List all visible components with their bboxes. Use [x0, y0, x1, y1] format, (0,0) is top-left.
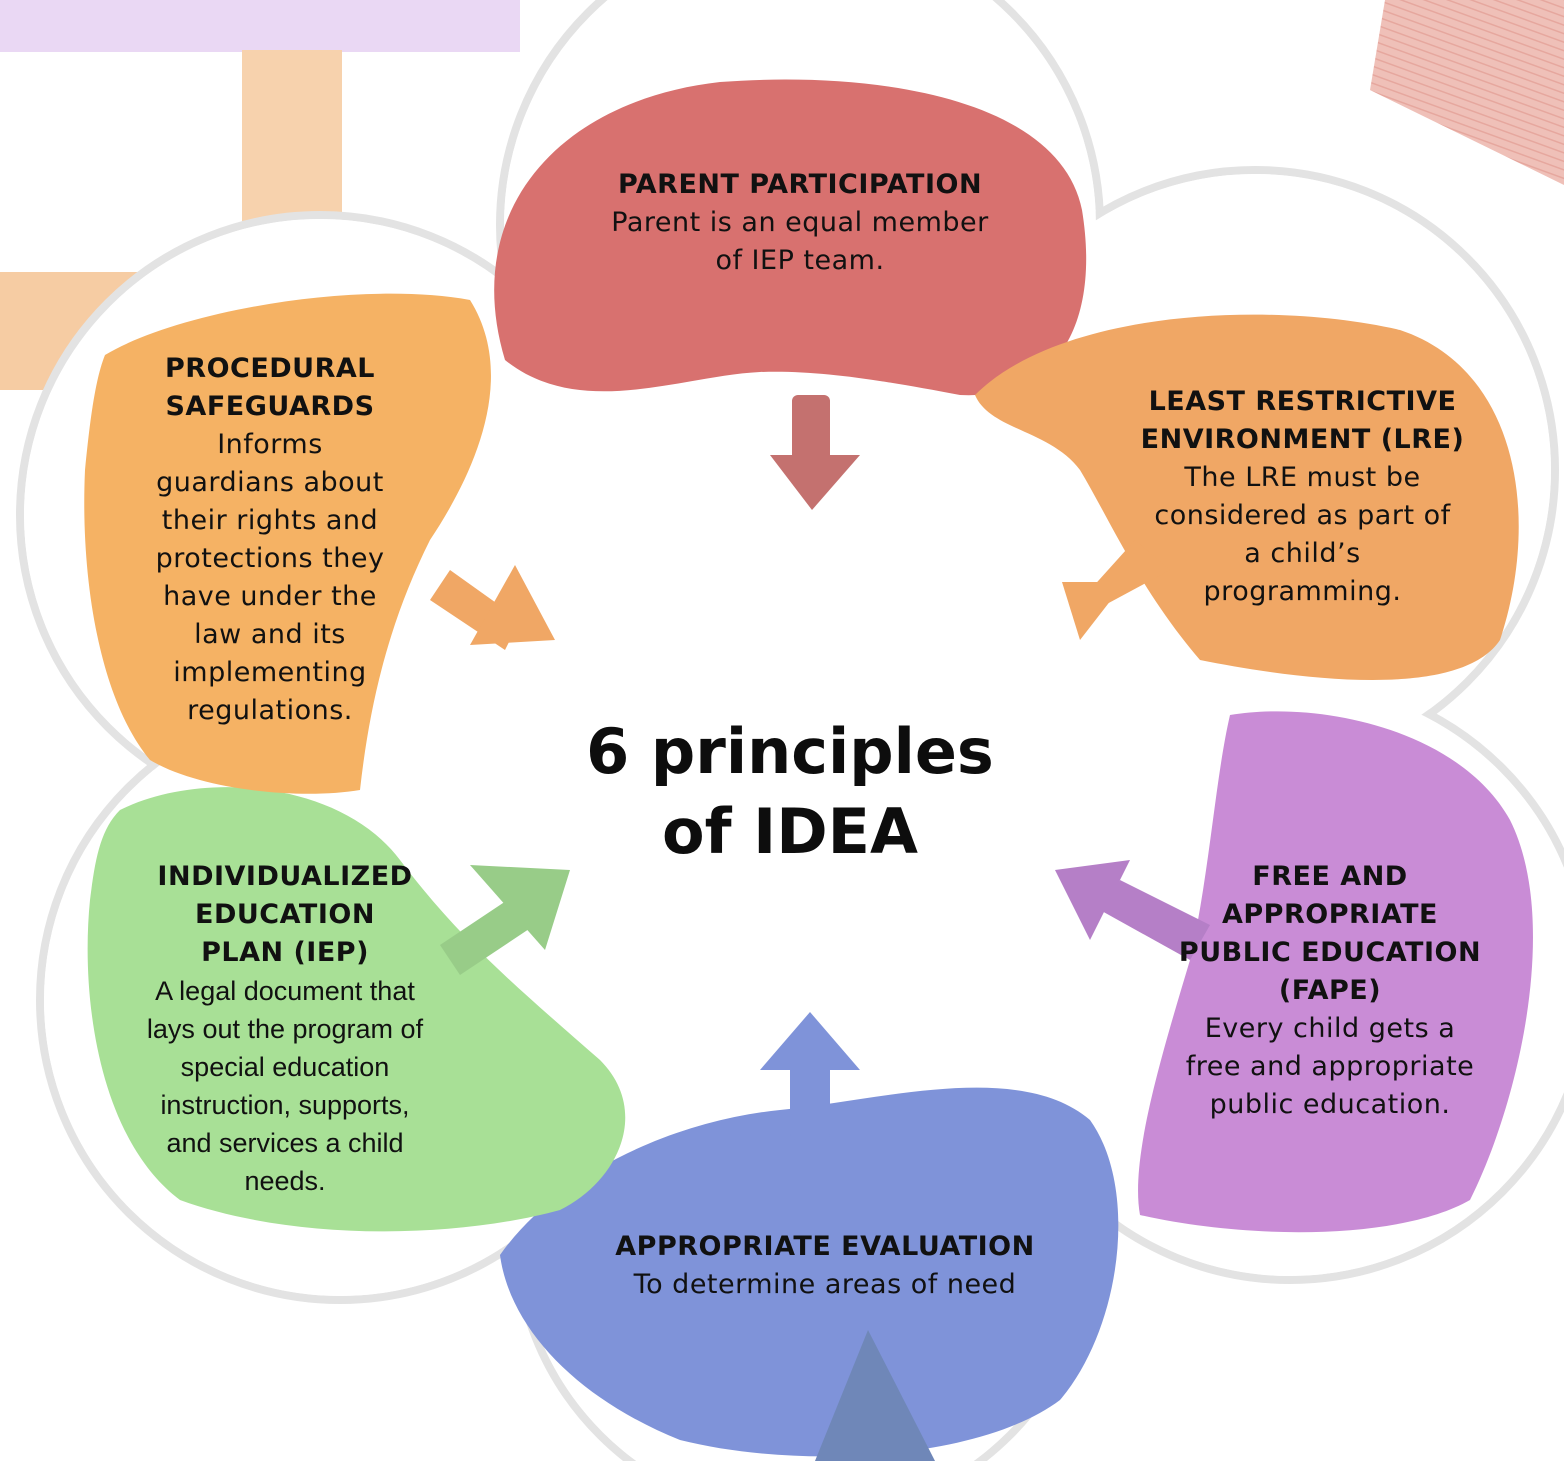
- petal-appropriate-evaluation: [500, 1087, 1119, 1457]
- lavender-band-decoration: [0, 0, 520, 52]
- petal-desc: special education: [180, 1052, 390, 1082]
- petal-desc: and services a child: [166, 1128, 404, 1158]
- petal-desc: guardians about: [156, 467, 384, 498]
- petal-title: PLAN (IEP): [201, 937, 369, 968]
- petal-desc: instruction, supports,: [160, 1090, 410, 1120]
- petal-desc: Every child gets a: [1204, 1013, 1456, 1044]
- petal-text-iep: INDIVIDUALIZED EDUCATION PLAN (IEP) A le…: [125, 858, 445, 1200]
- petal-title: INDIVIDUALIZED: [157, 861, 413, 892]
- petal-title: LEAST RESTRICTIVE: [1148, 386, 1457, 417]
- petal-fape: [1138, 711, 1533, 1233]
- petal-iep: [87, 787, 626, 1232]
- petal-least-restrictive-environment: [975, 314, 1519, 680]
- petal-desc: needs.: [244, 1166, 326, 1196]
- petal-title: SAFEGUARDS: [165, 391, 375, 422]
- arrow-from-evaluation: [760, 1012, 860, 1140]
- petal-desc: implementing: [173, 657, 367, 688]
- petal-desc: their rights and: [161, 505, 379, 536]
- petal-title: PROCEDURAL: [164, 353, 376, 384]
- petal-desc: law and its: [194, 619, 346, 650]
- petal-title: ENVIRONMENT (LRE): [1140, 424, 1465, 455]
- petal-procedural-safeguards: [84, 293, 491, 794]
- petal-title: (FAPE): [1278, 975, 1382, 1006]
- arrow-from-parent-participation: [770, 395, 860, 510]
- arrow-from-fape: [1055, 860, 1210, 960]
- petal-text-procedural-safeguards: PROCEDURAL SAFEGUARDS Informs guardians …: [130, 350, 410, 730]
- petal-title: FREE AND: [1252, 861, 1408, 892]
- petal-desc: The LRE must be: [1184, 462, 1421, 493]
- petal-desc: lays out the program of: [146, 1014, 424, 1044]
- center-title-line-2: of IDEA: [661, 795, 919, 868]
- petal-desc: Parent is an equal member: [611, 207, 989, 238]
- petal-desc: programming.: [1203, 576, 1402, 607]
- petal-desc: Informs: [217, 429, 323, 460]
- petal-title: APPROPRIATE EVALUATION: [615, 1231, 1035, 1262]
- petal-desc: A legal document that: [155, 976, 415, 1006]
- petal-title: PARENT PARTICIPATION: [617, 169, 983, 200]
- petal-text-fape: FREE AND APPROPRIATE PUBLIC EDUCATION (F…: [1160, 858, 1500, 1124]
- petal-parent-participation: [494, 79, 1087, 396]
- arrow-from-procedural-safeguards: [430, 565, 555, 650]
- arrow-from-lre: [1062, 540, 1170, 640]
- petal-desc: have under the: [163, 581, 377, 612]
- petal-desc: protections they: [155, 543, 385, 574]
- petal-title: PUBLIC EDUCATION: [1178, 937, 1482, 968]
- center-title: 6 principles of IDEA: [540, 712, 1040, 872]
- center-title-line-1: 6 principles: [586, 715, 994, 788]
- petal-title: APPROPRIATE: [1221, 899, 1438, 930]
- petal-desc: public education.: [1209, 1089, 1451, 1120]
- petal-desc: regulations.: [187, 695, 353, 726]
- petal-text-parent-participation: PARENT PARTICIPATION Parent is an equal …: [570, 166, 1030, 280]
- petal-desc: a child’s: [1244, 538, 1361, 569]
- petal-text-appropriate-evaluation: APPROPRIATE EVALUATION To determine area…: [580, 1228, 1070, 1304]
- petal-text-least-restrictive-environment: LEAST RESTRICTIVE ENVIRONMENT (LRE) The …: [1125, 383, 1480, 611]
- petal-desc: To determine areas of need: [633, 1269, 1017, 1300]
- arrow-from-iep: [440, 865, 570, 975]
- striped-corner-decoration: [1370, 0, 1564, 185]
- petal-title: EDUCATION: [195, 899, 375, 930]
- petal-desc: free and appropriate: [1185, 1051, 1475, 1082]
- evaluation-triangle-decoration: [815, 1330, 935, 1461]
- petal-desc: of IEP team.: [715, 245, 885, 276]
- petal-desc: considered as part of: [1154, 500, 1451, 531]
